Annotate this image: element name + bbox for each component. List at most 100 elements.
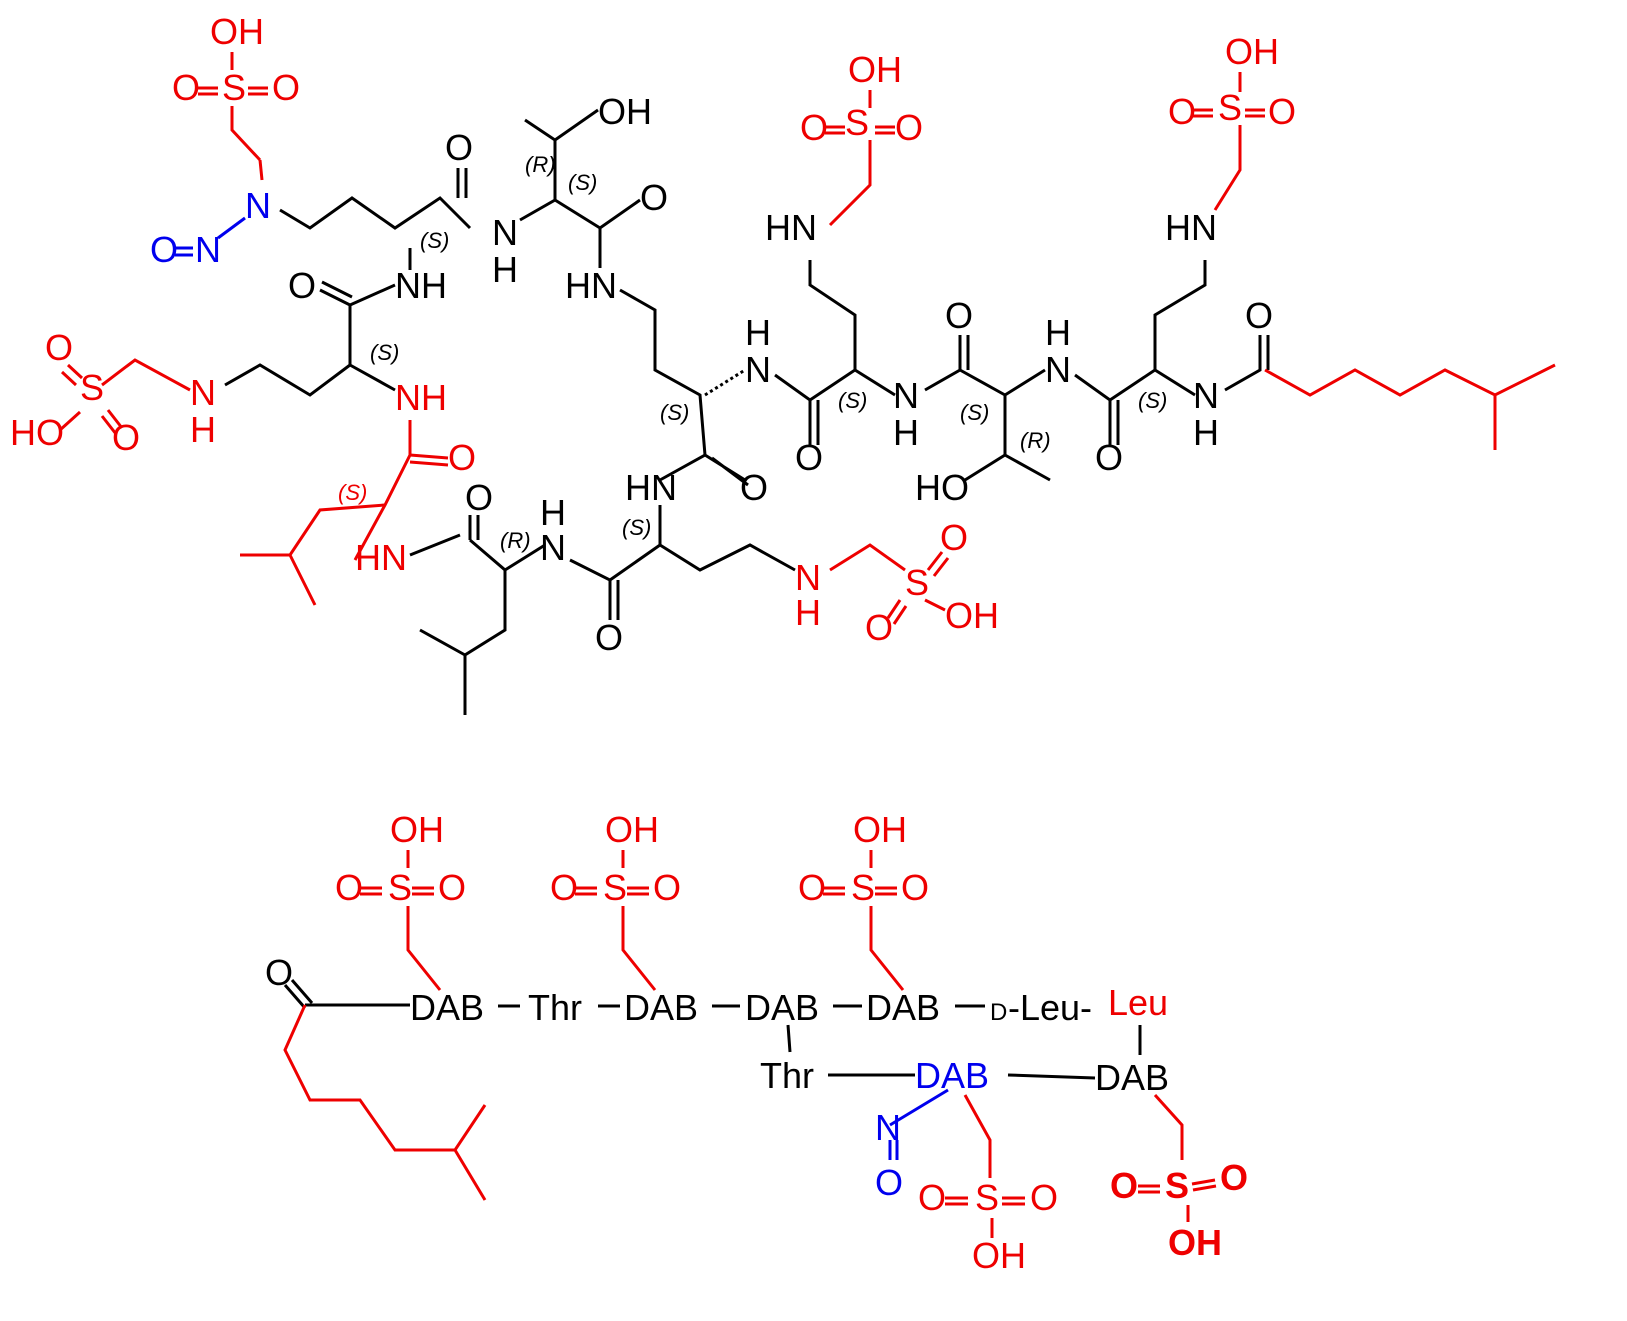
stereo-s: (S): [370, 340, 399, 365]
stereo-r: (R): [525, 152, 556, 177]
residue-dab: DAB: [915, 1055, 989, 1096]
atom-s: S: [222, 67, 246, 108]
atom-o: O: [45, 327, 73, 368]
atom-n: N: [492, 212, 518, 253]
residue-dab: DAB: [1095, 1057, 1169, 1098]
atom-n: N: [1193, 375, 1219, 416]
atom-oh: OH: [972, 1235, 1026, 1276]
atom-o: O: [918, 1177, 946, 1218]
atom-oh: OH: [1225, 31, 1279, 72]
linear-chain: O (S) HN S O O OH N H O (S) HO (R) H N O…: [765, 31, 1556, 508]
leu-residue-red: (S) O HN: [240, 420, 476, 606]
stereo-s: (S): [622, 515, 651, 540]
atom-h: H: [893, 412, 919, 453]
atom-n: N: [893, 375, 919, 416]
atom-s: S: [851, 867, 875, 908]
ring-left: NH O (S) N H NH: [190, 248, 447, 450]
atom-ho: HO: [915, 467, 969, 508]
atom-oh: OH: [848, 49, 902, 90]
atom-n: N: [190, 372, 216, 413]
atom-h: H: [540, 492, 566, 533]
atom-o: O: [1268, 91, 1296, 132]
stereo-r: (R): [500, 528, 531, 553]
atom-o: O: [595, 617, 623, 658]
atom-n: N: [795, 557, 821, 598]
atom-o: O: [640, 177, 668, 218]
atom-o: O: [1245, 295, 1273, 336]
atom-n: N: [540, 527, 566, 568]
atom-s: S: [80, 367, 104, 408]
atom-hn: HN: [565, 265, 617, 306]
atom-h: H: [492, 249, 518, 290]
atom-o: O: [895, 107, 923, 148]
atom-o: O: [288, 265, 316, 306]
sulfomethyl-schematic-2: OH O S O: [550, 809, 681, 991]
stereo-s: (S): [420, 228, 449, 253]
d-prefix: D: [990, 999, 1007, 1026]
sulfomethyl-schematic-4: O S O OH: [918, 1094, 1058, 1276]
sulfomethyl-group-2: O S O HO: [10, 327, 191, 458]
sulfomethyl-group-1: OH O S O: [172, 11, 300, 162]
atom-s: S: [1165, 1165, 1189, 1206]
atom-o: O: [172, 67, 200, 108]
thr-residue-top: O N H OH (R) (S) (S) O HN: [420, 91, 668, 306]
atom-oh: OH: [605, 809, 659, 850]
atom-oh: OH: [1168, 1222, 1222, 1263]
atom-o: O: [653, 867, 681, 908]
atom-o: O: [335, 867, 363, 908]
atom-o: O: [795, 437, 823, 478]
atom-o: O: [945, 295, 973, 336]
atom-s: S: [1218, 87, 1242, 128]
atom-o: O: [901, 867, 929, 908]
atom-h: H: [1045, 312, 1071, 353]
atom-o: O: [438, 867, 466, 908]
atom-o: O: [265, 952, 293, 993]
ring-right: O (S) H N: [619, 288, 771, 508]
stereo-s: (S): [1138, 388, 1167, 413]
sulfomethyl-schematic-5: O S O OH: [1110, 1093, 1248, 1263]
atom-o: O: [940, 517, 968, 558]
stereo-s: (S): [338, 480, 367, 505]
atom-n: N: [195, 229, 221, 270]
atom-h: H: [1193, 412, 1219, 453]
atom-ho: HO: [10, 412, 64, 453]
stereo-s: (S): [568, 170, 597, 195]
atom-o: O: [445, 127, 473, 168]
atom-h: H: [795, 592, 821, 633]
sulfomethyl-schematic-1: OH O S O: [335, 809, 466, 991]
atom-o: O: [1168, 91, 1196, 132]
atom-n: N: [245, 185, 271, 226]
atom-s: S: [975, 1177, 999, 1218]
stereo-r: (R): [1020, 428, 1051, 453]
residue-dab: DAB: [410, 987, 484, 1028]
residue-thr: Thr: [760, 1055, 814, 1096]
atom-h: H: [190, 409, 216, 450]
atom-o: O: [465, 477, 493, 518]
atom-o: O: [448, 437, 476, 478]
sulfomethyl-schematic-3: OH O S O: [798, 809, 929, 991]
stereo-s: (S): [660, 400, 689, 425]
dleu-residue: O (R) H N O (S): [419, 477, 661, 715]
atom-oh: OH: [598, 91, 652, 132]
atom-o: O: [800, 107, 828, 148]
nitroso-group: N O N: [150, 159, 472, 270]
atom-s: S: [388, 867, 412, 908]
atom-o: O: [1095, 437, 1123, 478]
residue-thr: Thr: [528, 987, 582, 1028]
atom-o: O: [272, 67, 300, 108]
atom-o: O: [1110, 1165, 1138, 1206]
atom-o: O: [865, 607, 893, 648]
structure-bottom: O OH O S O OH O S O OH O S O DAB Thr: [265, 809, 1248, 1276]
atom-nh: NH: [395, 377, 447, 418]
atom-hn: HN: [355, 537, 407, 578]
atom-o: O: [150, 229, 178, 270]
stereo-s: (S): [960, 400, 989, 425]
atom-n: N: [745, 349, 771, 390]
atom-o: O: [1220, 1157, 1248, 1198]
atom-oh: OH: [210, 11, 264, 52]
stereo-s: (S): [838, 388, 867, 413]
atom-nh: NH: [395, 265, 447, 306]
structure-top: OH O S O N O N O N H OH (R) (S) (S): [10, 11, 1556, 715]
atom-n: N: [1045, 349, 1071, 390]
